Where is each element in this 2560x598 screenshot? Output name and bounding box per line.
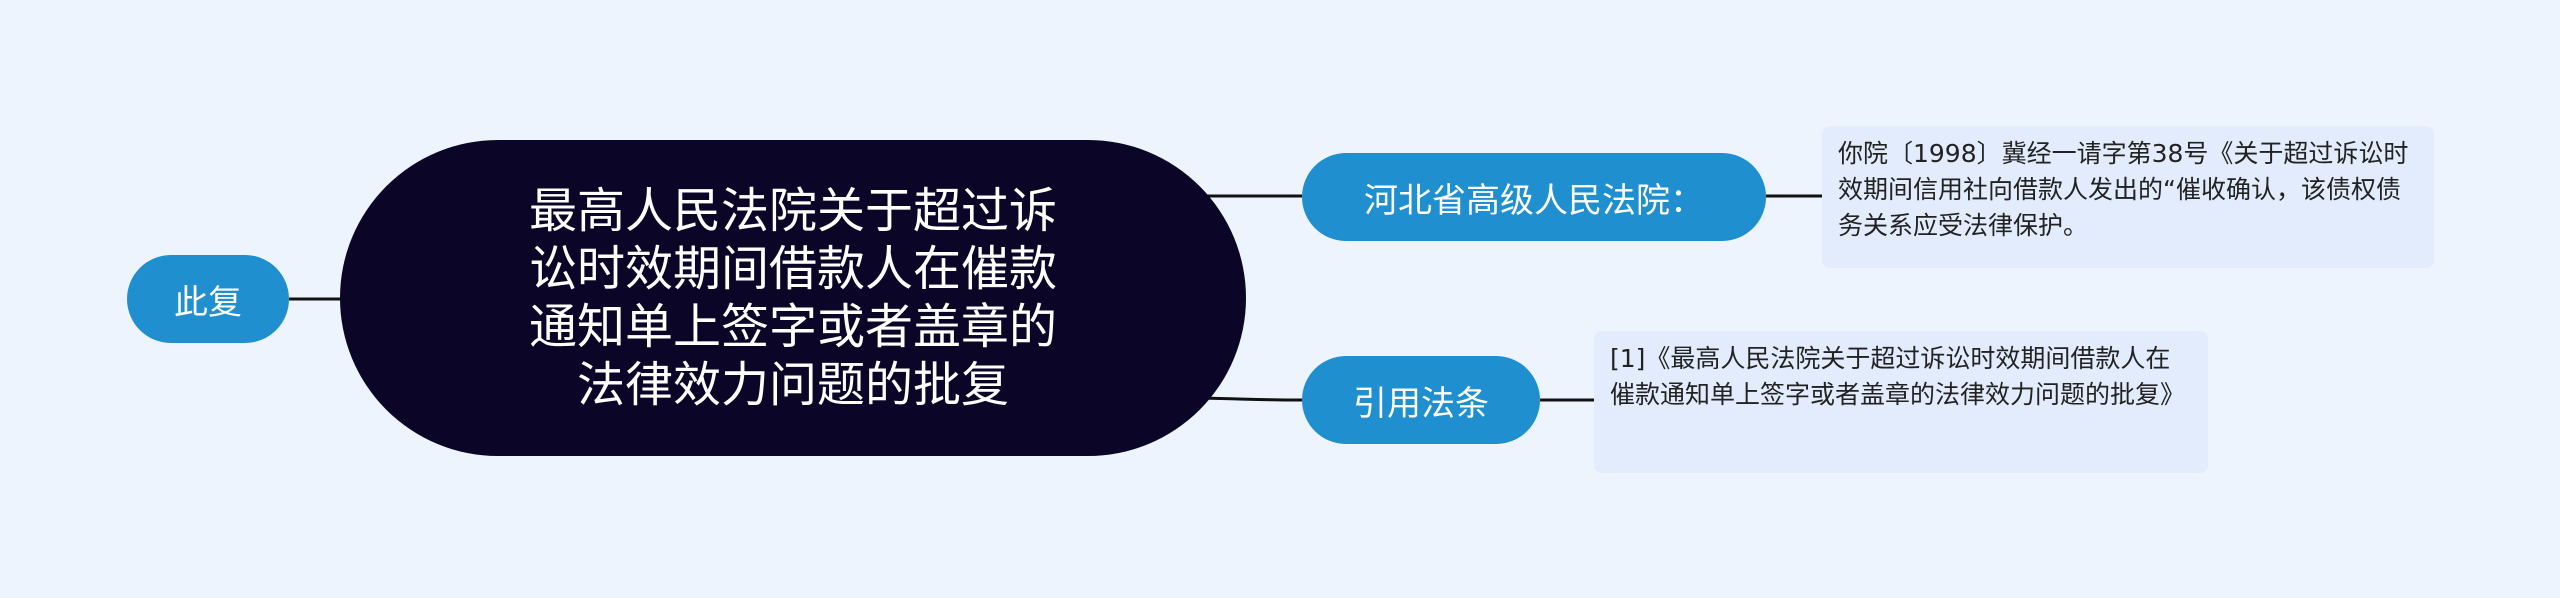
branch-node-citation[interactable]: 引用法条 [1302,356,1540,444]
leaf-text-hebei-detail: 你院〔1998〕冀经一请字第38号《关于超过诉讼时效期间信用社向借款人发出的“催… [1838,139,2409,240]
leaf-text-citation-detail: [1]《最高人民法院关于超过诉讼时效期间借款人在催款通知单上签字或者盖章的法律效… [1610,344,2186,409]
root-topic-node[interactable]: 最高人民法院关于超过诉讼时效期间借款人在催款通知单上签字或者盖章的法律效力问题的… [340,140,1246,456]
branch-label-reply: 此复 [174,282,242,323]
branch-label-hebei-court: 河北省高级人民法院： [1364,180,1704,221]
branch-node-hebei-court[interactable]: 河北省高级人民法院： [1302,153,1766,241]
root-topic-label: 最高人民法院关于超过诉讼时效期间借款人在催款通知单上签字或者盖章的法律效力问题的… [528,183,1057,413]
connector-root-to-cite [1199,396,1303,402]
branch-node-reply[interactable]: 此复 [127,255,289,343]
leaf-node-hebei-detail[interactable]: 你院〔1998〕冀经一请字第38号《关于超过诉讼时效期间信用社向借款人发出的“催… [1822,126,2434,268]
branch-label-citation: 引用法条 [1353,383,1489,424]
leaf-node-citation-detail[interactable]: [1]《最高人民法院关于超过诉讼时效期间借款人在催款通知单上签字或者盖章的法律效… [1594,331,2208,473]
